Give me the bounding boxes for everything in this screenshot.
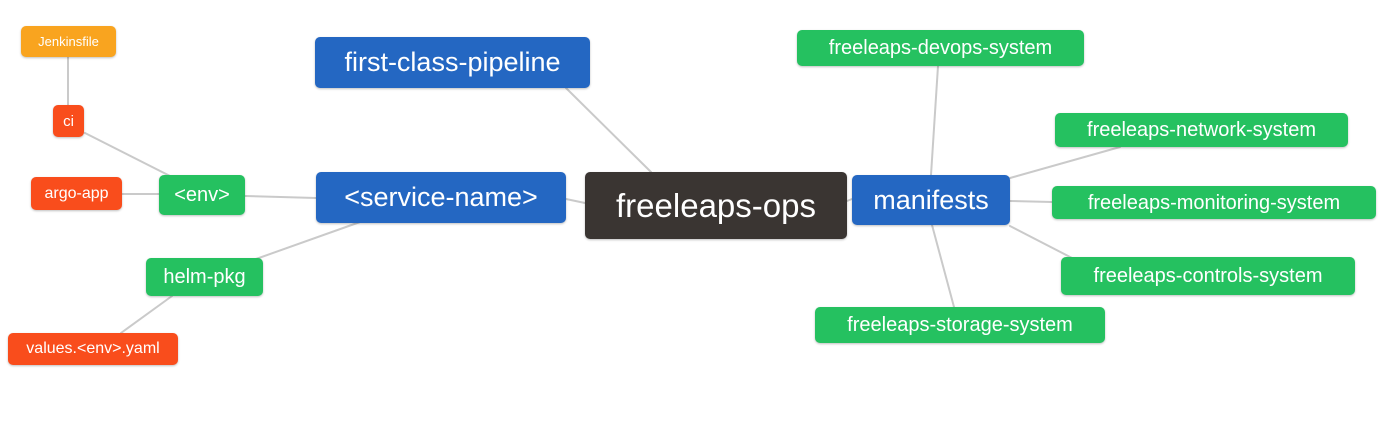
node-freeleaps-devops-system[interactable]: freeleaps-devops-system — [797, 30, 1084, 66]
node-service-name[interactable]: <service-name> — [316, 172, 566, 223]
node-freeleaps-storage-system[interactable]: freeleaps-storage-system — [815, 307, 1105, 343]
node-values-env-yaml[interactable]: values.<env>.yaml — [8, 333, 178, 365]
node-freeleaps-monitoring-system[interactable]: freeleaps-monitoring-system — [1052, 186, 1376, 219]
node-freeleaps-controls-system[interactable]: freeleaps-controls-system — [1061, 257, 1355, 295]
node-manifests[interactable]: manifests — [852, 175, 1010, 225]
node-freeleaps-network-system[interactable]: freeleaps-network-system — [1055, 113, 1348, 147]
node-freeleaps-ops[interactable]: freeleaps-ops — [585, 172, 847, 239]
node-env[interactable]: <env> — [159, 175, 245, 215]
node-argo-app[interactable]: argo-app — [31, 177, 122, 210]
node-first-class-pipeline[interactable]: first-class-pipeline — [315, 37, 590, 88]
node-ci[interactable]: ci — [53, 105, 84, 137]
node-helm-pkg[interactable]: helm-pkg — [146, 258, 263, 296]
node-jenkinsfile[interactable]: Jenkinsfile — [21, 26, 116, 57]
